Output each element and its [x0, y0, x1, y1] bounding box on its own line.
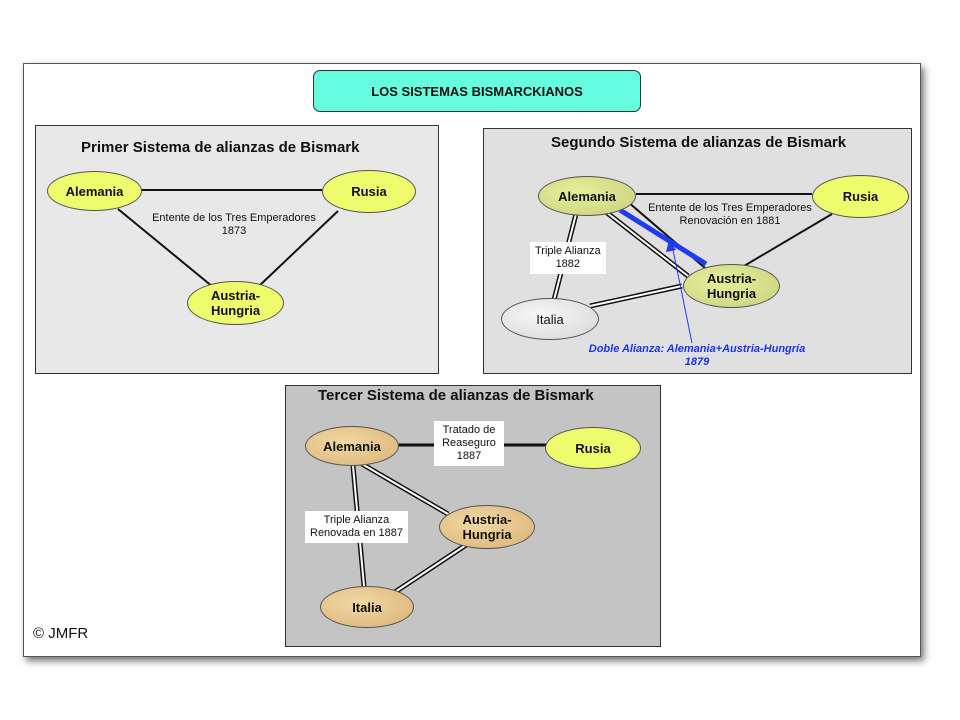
doble-alianza-arrowhead — [666, 240, 676, 252]
panel1-title: Primer Sistema de alianzas de Bismark — [81, 139, 360, 156]
node-p1-austria-hungria: Austria- Hungria — [187, 281, 284, 325]
label-p2-triple-line1: Triple Alianza — [535, 245, 601, 257]
node-p1-rusia: Rusia — [322, 170, 416, 213]
link-p1-alemania-austria — [117, 208, 214, 288]
label-p2-entente-line1: Entente de los Tres Emperadores — [648, 202, 812, 214]
label-p2-doble-alianza: Doble Alianza: Alemania+Austria-Hungría … — [582, 343, 812, 369]
node-p2-italia: Italia — [501, 298, 599, 340]
panel3-title: Tercer Sistema de alianzas de Bismark — [318, 387, 594, 404]
node-p2-alemania: Alemania — [538, 176, 636, 216]
node-p3-austria-line1: Austria- — [462, 512, 512, 527]
label-p3-tratado-line1: Tratado de — [442, 424, 496, 436]
node-p2-rusia: Rusia — [812, 175, 909, 218]
panel-primer-sistema — [35, 125, 439, 374]
node-p2-austria-hungria: Austria- Hungria — [683, 264, 780, 308]
link-p3-triple-alemania-austria — [360, 461, 450, 517]
label-p2-triple-line2: 1882 — [555, 258, 581, 270]
doble-alianza-arrow — [671, 244, 693, 344]
node-p1-austria-line1: Austria- — [210, 288, 261, 303]
label-p1-entente: Entente de los Tres Emperadores 1873 — [145, 212, 323, 238]
label-p3-tratado-reaseguro: Tratado de Reaseguro 1887 — [434, 421, 504, 466]
panel2-title: Segundo Sistema de alianzas de Bismark — [551, 134, 847, 151]
node-p3-austria-line2: Hungria — [462, 527, 512, 542]
link-p2-triple-italia-austria — [589, 283, 683, 309]
main-title: LOS SISTEMAS BISMARCKIANOS — [313, 70, 641, 112]
node-p1-austria-line2: Hungria — [210, 303, 261, 318]
label-p2-entente-line2: Renovación en 1881 — [679, 215, 781, 227]
label-p3-triple-alianza: Triple Alianza Renovada en 1887 — [305, 511, 408, 543]
label-p2-doble-line1: Doble Alianza: Alemania+Austria-Hungría — [588, 343, 806, 355]
link-p3-triple-italia-austria — [390, 542, 468, 597]
node-p3-rusia: Rusia — [545, 427, 641, 469]
node-p3-italia: Italia — [320, 586, 414, 628]
copyright-text: © JMFR — [33, 625, 89, 642]
node-p2-austria-line2: Hungria — [706, 286, 757, 301]
label-p3-triple-line2: Renovada en 1887 — [310, 527, 403, 539]
label-p3-tratado-line3: 1887 — [456, 450, 482, 462]
link-p2-triple-alemania-austria — [604, 210, 690, 278]
node-p3-austria-hungria: Austria- Hungria — [439, 505, 535, 549]
label-p2-triple-alianza: Triple Alianza 1882 — [530, 242, 606, 274]
link-p2-doble-alianza — [618, 207, 708, 267]
node-p1-alemania: Alemania — [47, 171, 142, 211]
label-p3-tratado-line2: Reaseguro — [442, 437, 496, 449]
label-p2-entente: Entente de los Tres Emperadores Renovaci… — [640, 202, 820, 228]
label-p2-doble-line2: 1879 — [684, 356, 710, 368]
label-p1-entente-line2: 1873 — [221, 225, 247, 237]
node-p3-alemania: Alemania — [305, 426, 399, 466]
label-p3-triple-line1: Triple Alianza — [323, 514, 390, 526]
node-p2-austria-line1: Austria- — [706, 271, 757, 286]
link-p2-rusia-austria — [743, 213, 833, 267]
label-p1-entente-line1: Entente de los Tres Emperadores — [152, 212, 316, 224]
link-p1-rusia-austria — [257, 210, 339, 288]
